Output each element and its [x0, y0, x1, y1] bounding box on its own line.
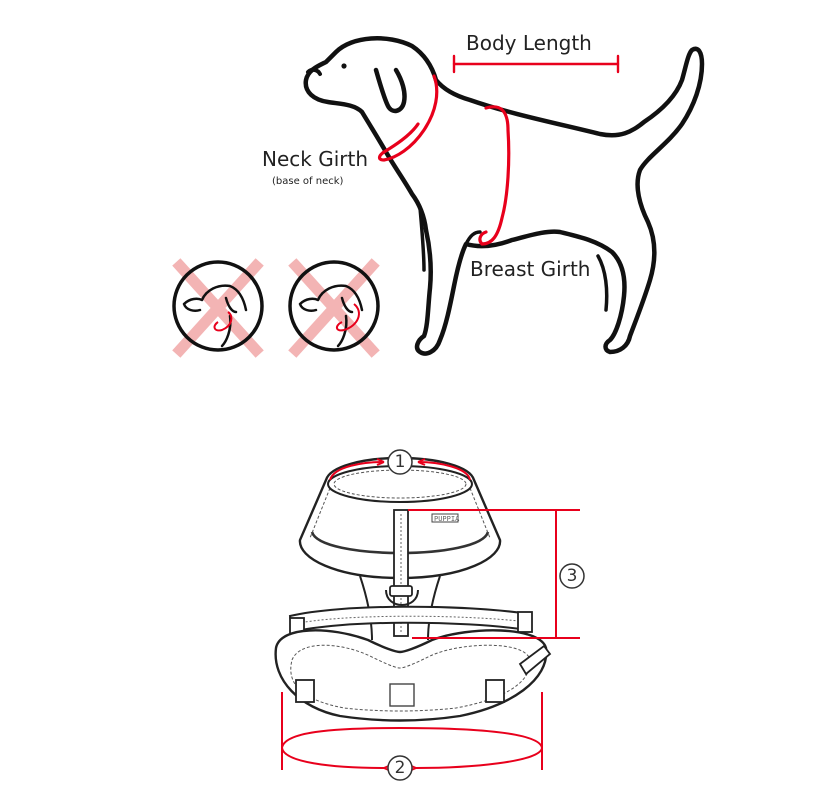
dog-illustration	[303, 36, 705, 356]
marker-1-circle	[387, 449, 413, 475]
marker-3-circle	[559, 563, 585, 589]
dog-eye	[341, 63, 347, 69]
dog-head-outline	[303, 36, 705, 356]
dog-inner-front-leg	[418, 206, 426, 272]
marker-2-circle	[387, 755, 413, 781]
dog-ear	[373, 67, 407, 114]
harness-measure-1	[329, 458, 471, 481]
marker-1-label: 1	[395, 452, 406, 472]
marker-3-label: 3	[567, 566, 578, 586]
breast-girth-line	[478, 105, 511, 246]
body-length-label: Body Length	[466, 31, 592, 55]
dog-inner-back-leg	[596, 254, 609, 312]
harness-tag: PUPPIA	[434, 515, 460, 523]
neck-girth-line	[377, 74, 439, 162]
measurement-lines	[377, 54, 620, 246]
neck-girth-note: (base of neck)	[272, 176, 344, 187]
neck-girth-label: Neck Girth	[262, 147, 368, 171]
dog-nose	[306, 67, 322, 76]
wrong-example-1	[172, 258, 264, 358]
harness-body	[274, 629, 548, 722]
marker-2-label: 2	[395, 758, 406, 778]
harness-measure-2	[281, 692, 544, 772]
wrong-example-2	[288, 258, 380, 358]
harness-illustration: PUPPIA 1	[274, 449, 585, 781]
dog-belly	[464, 230, 482, 246]
harness-measure-3	[408, 509, 580, 639]
breast-girth-label: Breast Girth	[470, 257, 590, 281]
